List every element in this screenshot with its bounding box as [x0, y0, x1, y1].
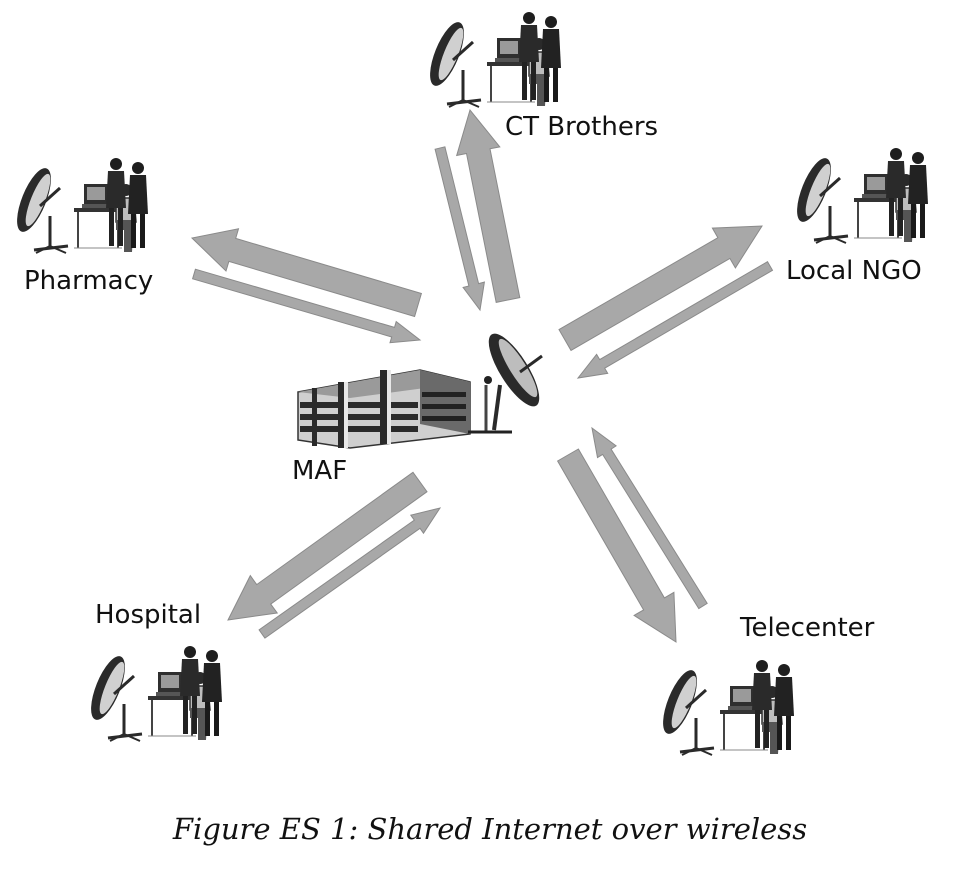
arrow-to-pharmacy — [190, 228, 423, 318]
pharmacy-label: Pharmacy — [24, 266, 154, 296]
arrow-to-hospital — [227, 471, 428, 621]
arrow-to-ct-brothers — [455, 108, 521, 303]
hub-satellite-dish-icon — [468, 333, 543, 434]
hospital-station-icon — [82, 644, 224, 743]
arrow-from-local-ngo — [576, 261, 774, 379]
local-ngo-label: Local NGO — [786, 256, 922, 286]
arrow-to-local-ngo — [558, 225, 763, 352]
telecenter-station-icon — [654, 658, 796, 757]
maf-label: MAF — [292, 456, 348, 486]
arrow-from-pharmacy — [191, 268, 422, 344]
maf-building-icon — [297, 369, 471, 449]
ct-brothers-label: CT Brothers — [505, 112, 659, 142]
arrow-from-hospital — [258, 507, 442, 639]
pharmacy-station-icon — [8, 156, 150, 255]
arrow-from-ct-brothers — [434, 146, 486, 312]
hospital-label: Hospital — [95, 600, 202, 630]
ct-brothers-station-icon — [421, 10, 563, 109]
arrow-from-telecenter — [591, 426, 708, 610]
telecenter-label: Telecenter — [740, 613, 875, 643]
local-ngo-station-icon — [788, 146, 930, 245]
arrow-layer — [190, 108, 774, 643]
figure-caption: Figure ES 1: Shared Internet over wirele… — [172, 812, 808, 846]
arrow-to-telecenter — [556, 448, 677, 643]
